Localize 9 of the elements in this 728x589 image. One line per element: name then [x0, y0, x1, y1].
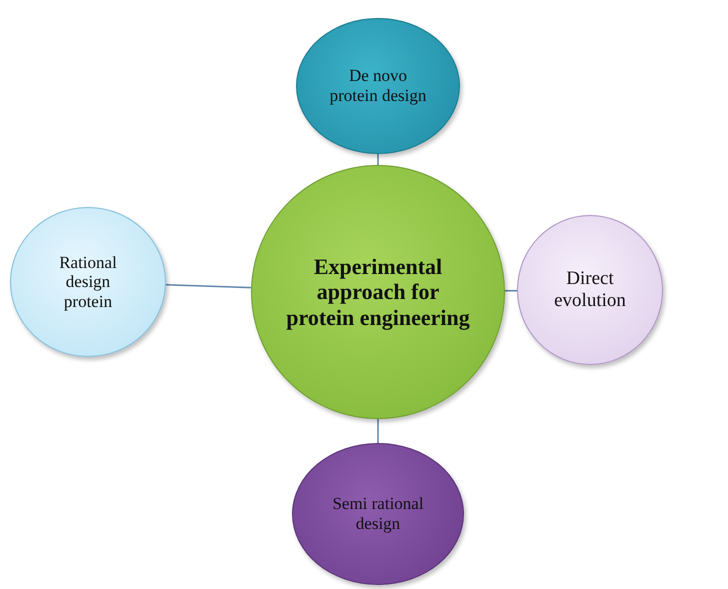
connector-line — [377, 154, 379, 165]
circle-label: Semi rational design — [331, 494, 425, 534]
circle-label: Rational design protein — [58, 252, 118, 312]
circle-label: Experimental approach for protein engineering — [285, 254, 471, 330]
circle-label: De novo protein design — [328, 66, 428, 106]
connector-line — [377, 419, 379, 443]
connector-line — [166, 284, 252, 288]
circle-label: Direct evolution — [553, 268, 627, 312]
connector-line — [504, 290, 518, 292]
